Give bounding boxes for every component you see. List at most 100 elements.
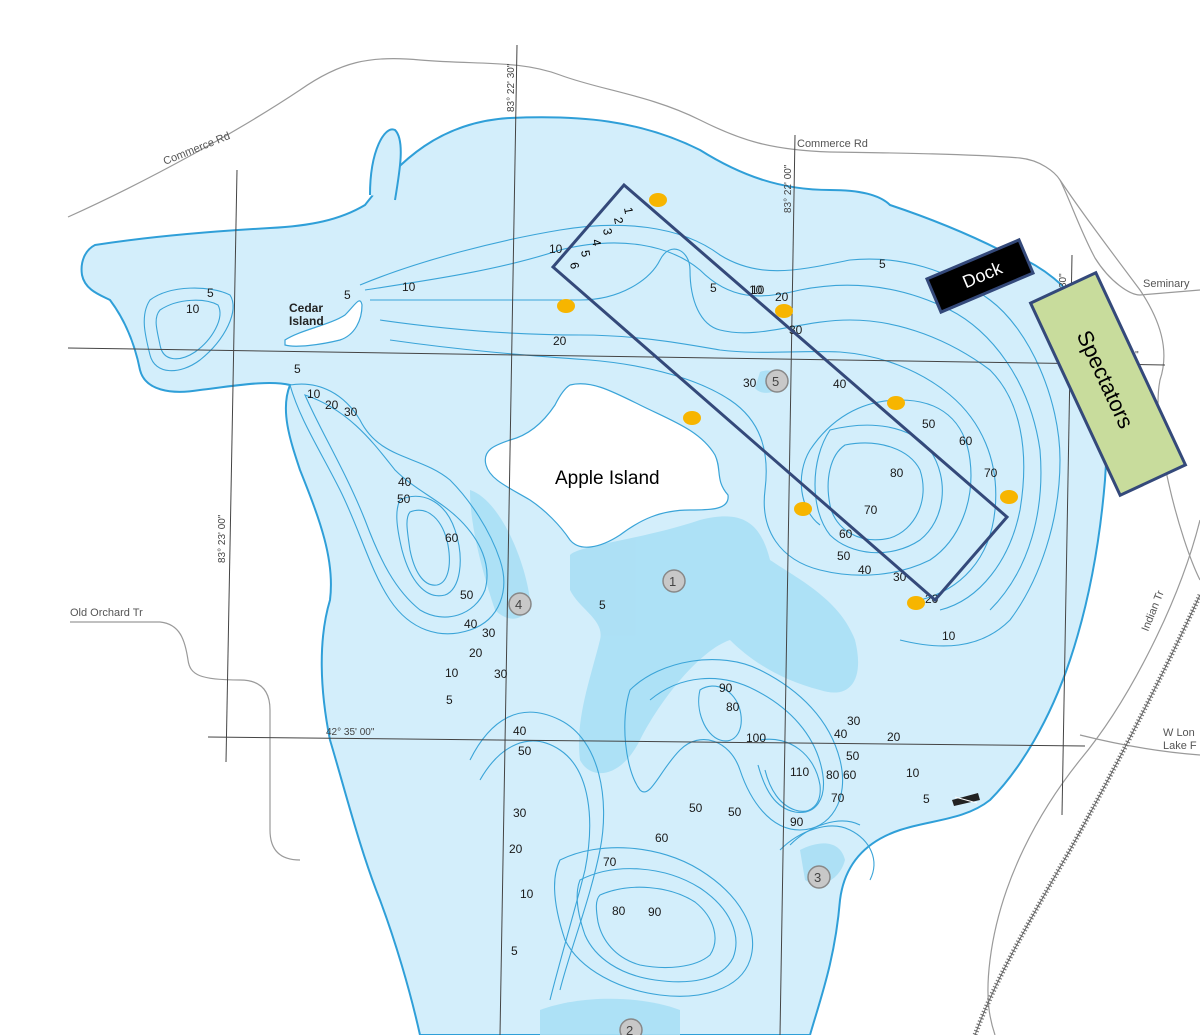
inlet-north: [369, 128, 402, 201]
depth-label: 30: [344, 405, 358, 419]
race-course-outline: [550, 182, 1010, 603]
depth-label: 70: [864, 503, 878, 517]
depth-label: 40: [834, 727, 848, 741]
depth-label: 70: [603, 855, 617, 869]
road-label-commerce-east: Commerce Rd: [797, 138, 868, 150]
svg-text:5: 5: [772, 374, 779, 389]
depth-label: 70: [984, 466, 998, 480]
boat-ramp-icon: [952, 793, 980, 806]
depth-label: 20: [469, 646, 483, 660]
buoy: [1000, 490, 1018, 504]
lane-number: 1: [621, 206, 636, 215]
depth-label: 60: [655, 831, 669, 845]
depth-label: 60: [959, 434, 973, 448]
commerce-rd-west: [67, 57, 1061, 218]
svg-text:4: 4: [515, 597, 522, 612]
depth-label: 10: [520, 887, 534, 901]
depth-label: 5: [710, 281, 717, 295]
depth-label: 5: [511, 944, 518, 958]
depth-label: 90: [790, 815, 804, 829]
road-label-seminary: Seminary: [1143, 278, 1190, 290]
marker-5: 5: [765, 369, 789, 393]
depth-label: 10: [307, 387, 321, 401]
depth-label: 20: [325, 398, 339, 412]
coordinate-grid: [67, 44, 1166, 1035]
depth-label: 30: [847, 714, 861, 728]
depth-label: 10: [549, 242, 563, 256]
depth-label: 10: [445, 666, 459, 680]
cedar-island-label-line1: Cedar: [289, 301, 323, 315]
depth-label: 20: [775, 290, 789, 304]
depth-label: 50: [837, 549, 851, 563]
buoy: [887, 396, 905, 410]
road-label-old-orchard: Old Orchard Tr: [70, 607, 143, 619]
depth-label: 30: [494, 667, 508, 681]
road-label-commerce-west: Commerce Rd: [162, 130, 232, 168]
marker-1: 1: [662, 569, 686, 593]
depth-label: 110: [790, 765, 809, 779]
depth-label: 80: [826, 768, 840, 782]
depth-label: 50: [922, 417, 936, 431]
road-label-w-long-2: Lake F: [1163, 740, 1197, 752]
buoy: [683, 411, 701, 425]
depth-label: 5: [446, 693, 453, 707]
depth-label: 60: [445, 531, 459, 545]
depth-label: 10: [906, 766, 920, 780]
depth-label: 5: [207, 286, 214, 300]
cedar-island-label-line2: Island: [289, 314, 324, 328]
depth-label: 50: [846, 749, 860, 763]
depth-label: 30: [789, 323, 803, 337]
buoy: [794, 502, 812, 516]
lane-number: 4: [589, 238, 604, 247]
depth-label: 50: [460, 588, 474, 602]
coord-label-w2: 83° 22' 00": [783, 164, 794, 213]
depth-label: 20: [509, 842, 523, 856]
seminary-rd: [1059, 179, 1200, 296]
buoy: [775, 304, 793, 318]
coord-label-n1: 42° 35' 00": [326, 727, 375, 738]
dock: Dock: [924, 237, 1036, 315]
buoys: [557, 193, 1018, 610]
apple-island-label: Apple Island: [555, 468, 660, 489]
depth-label: 90: [648, 905, 662, 919]
depth-label: 60: [839, 527, 853, 541]
main-road-east: [1059, 179, 1200, 581]
lane-number: 2: [611, 216, 626, 225]
depth-label: 40: [398, 475, 412, 489]
cedar-island: [284, 300, 363, 347]
depth-label: 5: [923, 792, 930, 806]
depth-label: 40: [513, 724, 527, 738]
depth-label: 60: [843, 768, 857, 782]
coord-label-w3: 83° 23' 00": [217, 514, 228, 563]
lane-number: 5: [578, 249, 593, 258]
depth-label: 30: [482, 626, 496, 640]
railway: [972, 593, 1200, 1035]
marker-3: 3: [807, 865, 831, 889]
depth-label: 20: [553, 334, 567, 348]
lane-number: 3: [600, 227, 615, 236]
depth-label: 30: [513, 806, 527, 820]
road-label-indian: Indian Tr: [1140, 589, 1167, 633]
depth-label: 10: [402, 280, 416, 294]
spectators-area: Spectators: [1028, 270, 1188, 498]
buoy: [649, 193, 667, 207]
lane-number: 6: [567, 261, 582, 270]
depth-label: 10: [751, 283, 765, 297]
svg-text:2: 2: [626, 1023, 633, 1035]
depth-label: 90: [719, 681, 733, 695]
depth-label: 80: [726, 700, 740, 714]
road-label-w-long-1: W Lon: [1163, 727, 1195, 739]
depth-label: 50: [728, 805, 742, 819]
depth-label: 10: [749, 283, 763, 297]
depth-label: 80: [612, 904, 626, 918]
lane-numbers: 1 2 3 4 5 6: [567, 206, 636, 270]
roads: [67, 57, 1200, 1035]
depth-label: 10: [186, 302, 200, 316]
depth-label: 40: [464, 617, 478, 631]
depth-label: 10: [942, 629, 956, 643]
depth-label: 80: [890, 466, 904, 480]
w-long-lake-rd: [1079, 734, 1200, 756]
marker-4: 4: [508, 592, 532, 616]
marker-2: 2: [619, 1018, 643, 1035]
depth-label: 50: [689, 801, 703, 815]
